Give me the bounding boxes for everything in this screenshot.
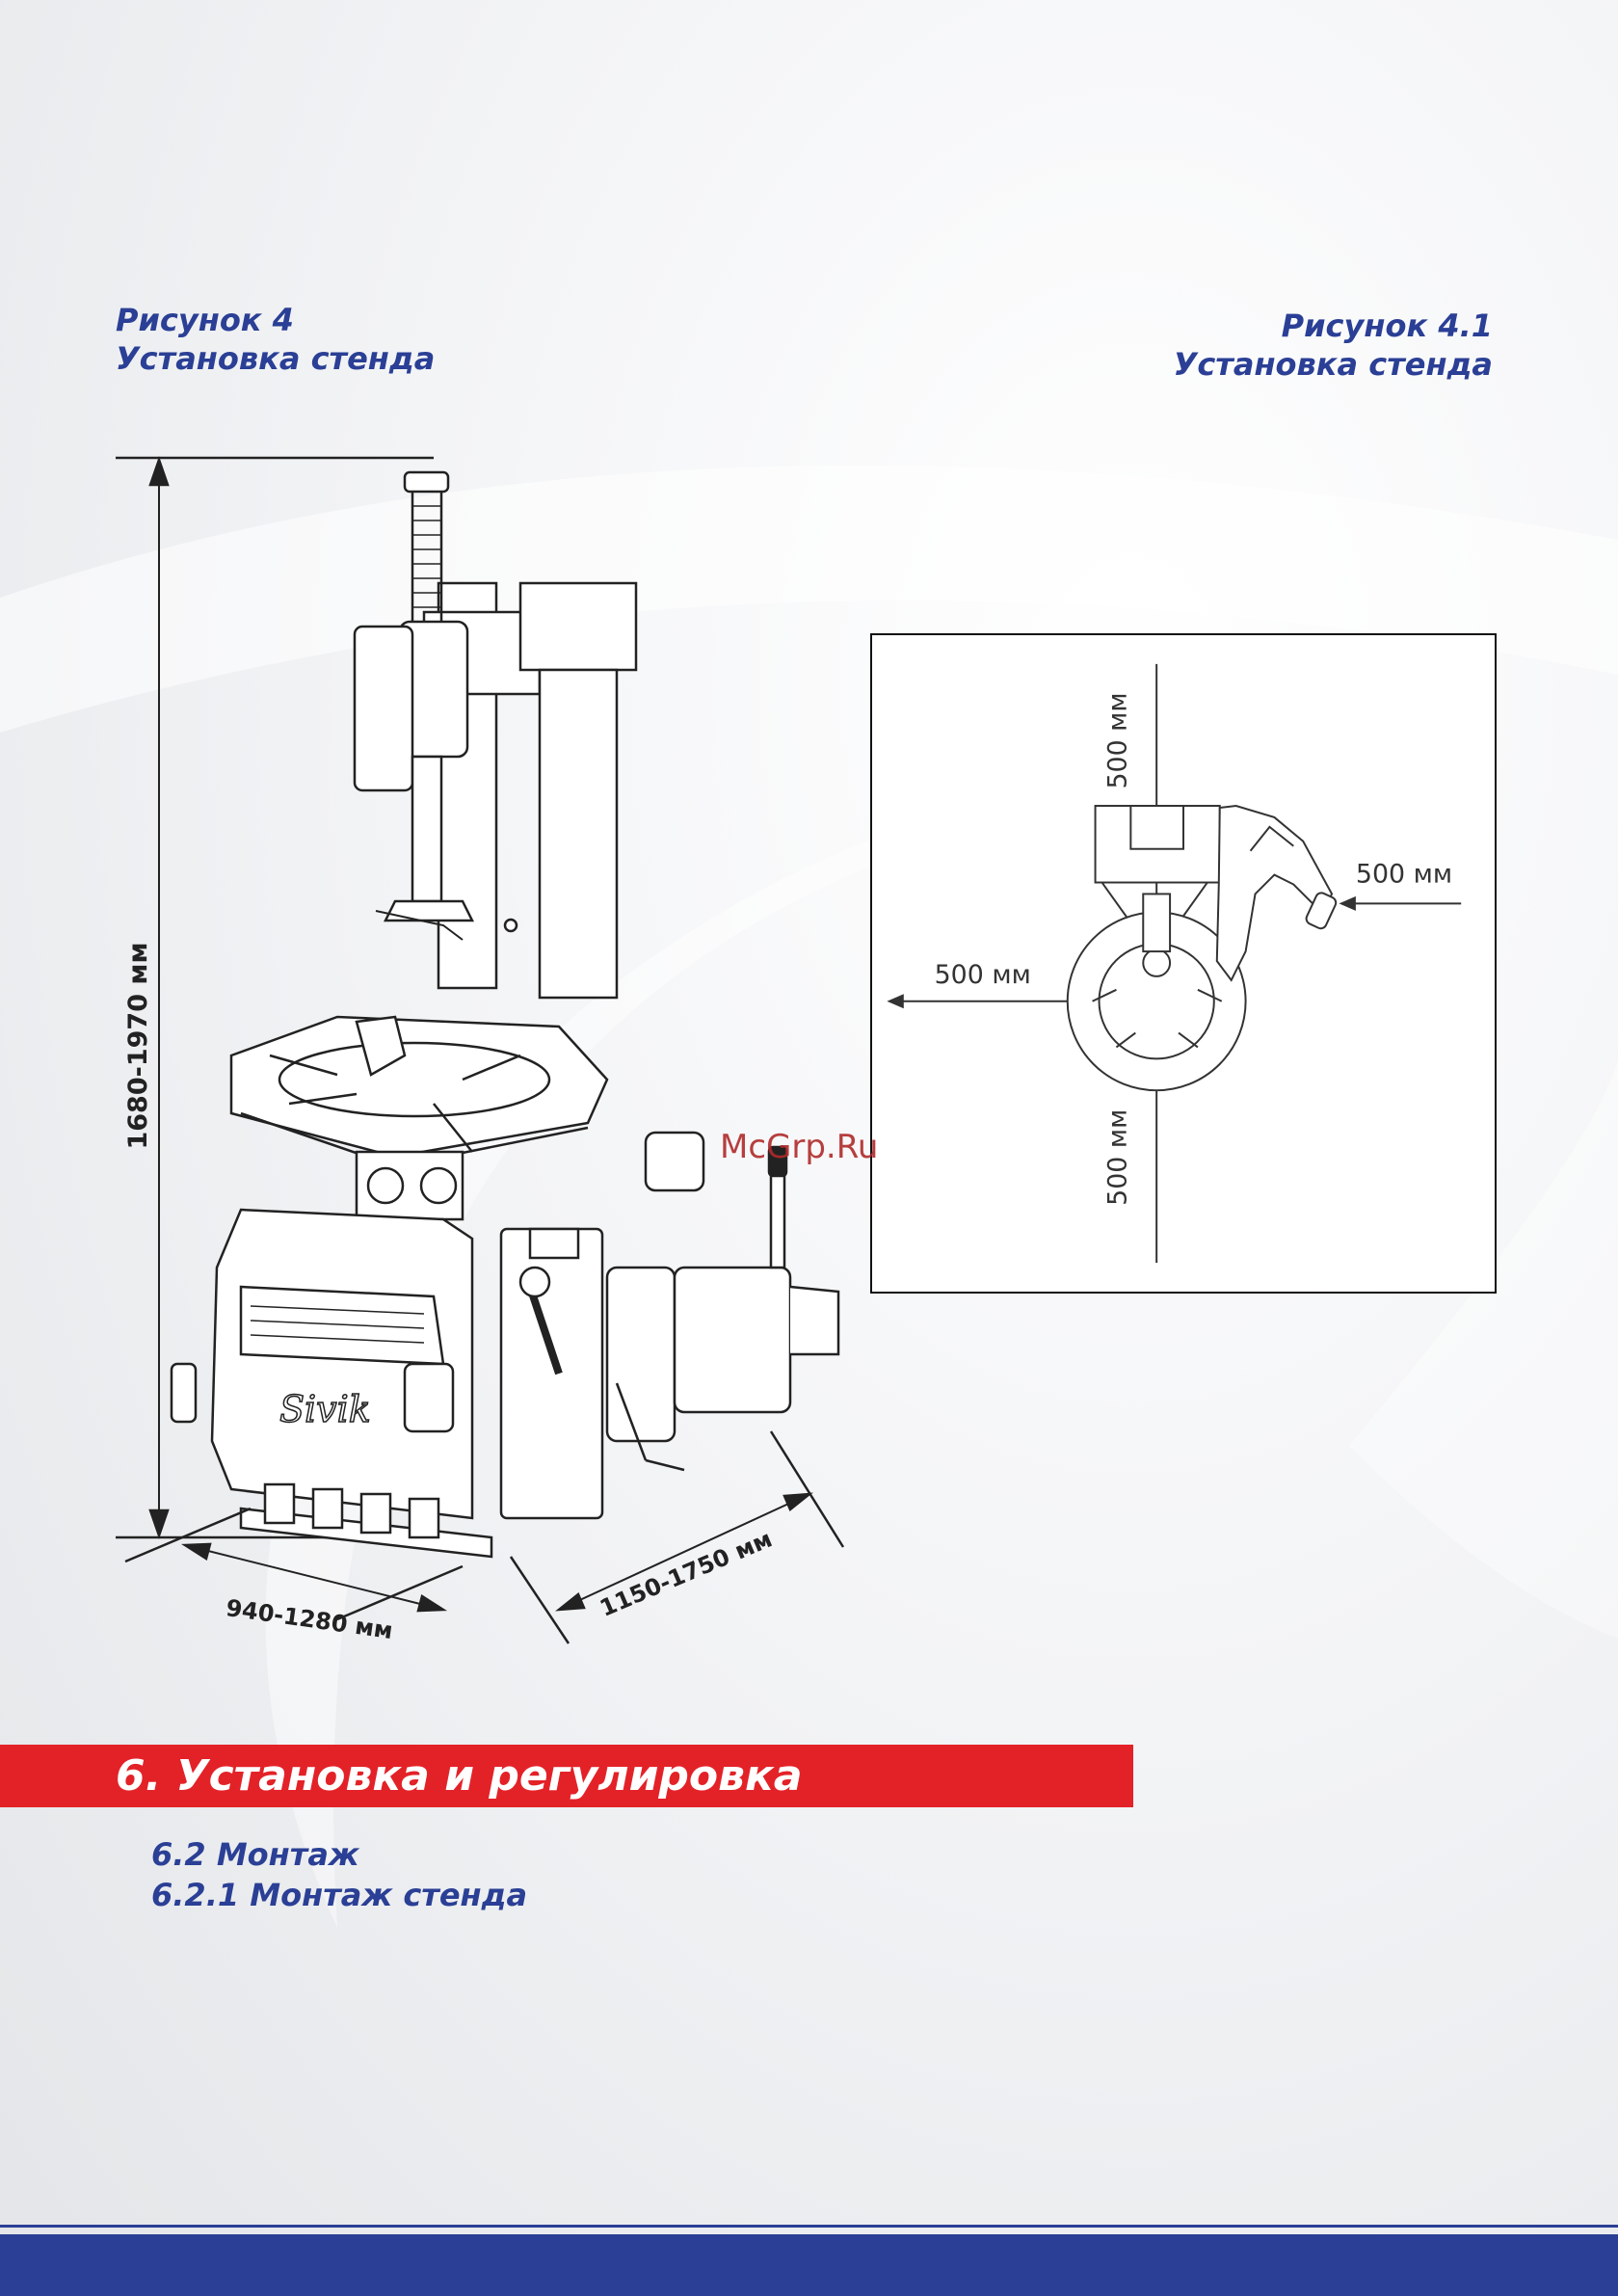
clearance-top-label: 500 мм [1102, 692, 1132, 788]
subsection-headings: 6.2 Монтаж 6.2.1 Монтаж стенда [151, 1834, 527, 1915]
dimension-height: 1680-1970 мм [123, 942, 153, 1149]
figure-4-1-diagram: 500 мм 500 мм 500 мм 500 мм [870, 633, 1497, 1294]
figure-4-1-caption: Рисунок 4.1 Установка стенда [1174, 307, 1493, 384]
figure-4-1-title: Установка стенда [1174, 345, 1493, 384]
figure-4-1-number: Рисунок 4.1 [1174, 307, 1493, 345]
figure-4-drawing: 1680-1970 мм Sivik [106, 439, 877, 1668]
dimension-depth: 1150-1750 мм [596, 1525, 776, 1621]
subsection-6-2: 6.2 Монтаж [151, 1834, 527, 1875]
section-heading-bar: 6. Установка и регулировка [0, 1745, 1133, 1807]
clearance-bottom-label: 500 мм [1102, 1109, 1132, 1206]
subsection-6-2-1: 6.2.1 Монтаж стенда [151, 1875, 527, 1915]
dimension-width: 940-1280 мм [225, 1594, 395, 1644]
brand-logo-text: Sivik [279, 1388, 371, 1430]
section-title: 6. Установка и регулировка [116, 1750, 803, 1802]
figure-4-title: Установка стенда [116, 339, 435, 378]
clearance-right-label: 500 мм [1356, 860, 1452, 890]
figure-4-number: Рисунок 4 [116, 301, 435, 339]
watermark-text: McGrp.Ru [720, 1128, 878, 1166]
figure-4-caption: Рисунок 4 Установка стенда [116, 301, 435, 378]
clearance-left-label: 500 мм [935, 960, 1031, 990]
footer-bar [0, 2234, 1618, 2296]
footer-line [0, 2225, 1618, 2228]
